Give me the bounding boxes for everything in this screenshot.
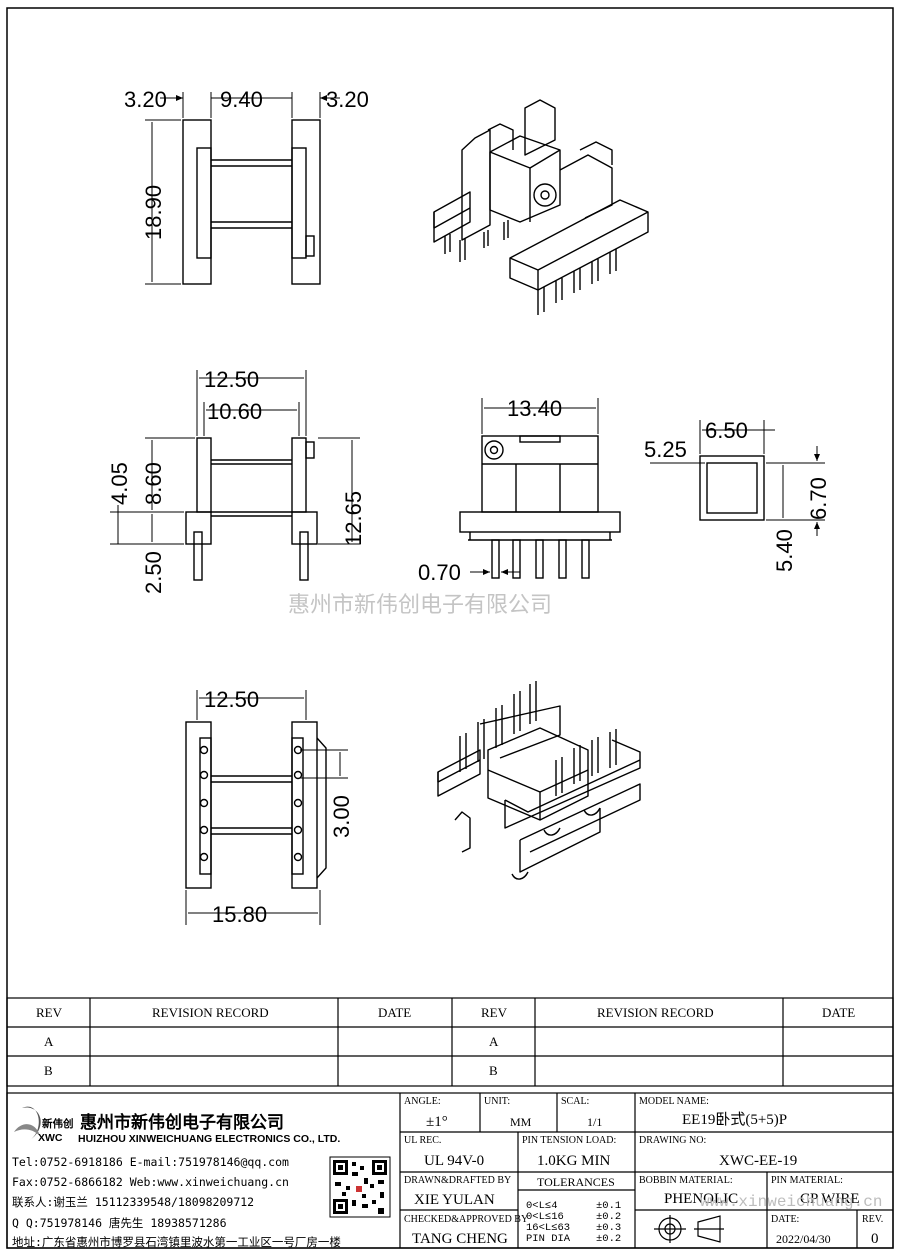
drawn-label: DRAWN&DRAFTED BY bbox=[404, 1175, 511, 1186]
logo-text: XWC bbox=[38, 1132, 63, 1144]
rev-header-5: REVISION RECORD bbox=[597, 1005, 714, 1020]
company-contact: 联系人:谢玉兰 15112339548/18098209712 bbox=[12, 1195, 254, 1209]
bottom-view bbox=[185, 690, 348, 925]
scale-label: SCAL: bbox=[561, 1096, 589, 1107]
scale-value: 1/1 bbox=[587, 1115, 602, 1129]
tol-range-4: PIN DIA bbox=[526, 1233, 571, 1245]
core-window-view bbox=[650, 420, 825, 536]
company-tel: Tel:0752-6918186 E-mail:751978146@qq.com bbox=[12, 1155, 289, 1169]
ul-value: UL 94V-0 bbox=[424, 1153, 484, 1169]
tol-value-2: ±0.2 bbox=[596, 1211, 621, 1223]
tol-range-1: 0<L≤4 bbox=[526, 1200, 558, 1212]
dim-core-offset: 5.25 bbox=[644, 437, 687, 462]
dim-top-left: 3.20 bbox=[124, 87, 167, 112]
rev-row-b-right: B bbox=[489, 1063, 498, 1078]
model-label: MODEL NAME: bbox=[639, 1096, 709, 1107]
rev-header-6: DATE bbox=[822, 1005, 855, 1020]
dim-front-inner-width: 10.60 bbox=[207, 399, 262, 424]
rev-value: 0 bbox=[871, 1231, 879, 1247]
dim-top-height: 18.90 bbox=[141, 185, 166, 240]
dim-front-outer-width: 12.50 bbox=[204, 367, 259, 392]
revision-table bbox=[6, 997, 894, 1087]
angle-value: ±1° bbox=[426, 1114, 448, 1130]
dim-bottom-width: 15.80 bbox=[212, 902, 267, 927]
pin-tension-label: PIN TENSION LOAD: bbox=[522, 1135, 616, 1146]
checked-label: CHECKED&APPROVED BY bbox=[404, 1214, 528, 1225]
bobbin-label: BOBBIN MATERIAL: bbox=[639, 1175, 733, 1186]
unit-value: MM bbox=[510, 1115, 532, 1129]
title-block-grid bbox=[6, 1092, 894, 1249]
dim-front-h3: 2.50 bbox=[141, 551, 166, 594]
drawing-no-label: DRAWING NO: bbox=[639, 1135, 706, 1146]
rev-header-4: REV bbox=[481, 1005, 508, 1020]
company-logo bbox=[14, 1106, 41, 1140]
angle-label: ANGLE: bbox=[404, 1096, 441, 1107]
unit-label: UNIT: bbox=[484, 1096, 510, 1107]
front-view bbox=[110, 370, 360, 581]
model-value: EE19卧式(5+5)P bbox=[682, 1111, 787, 1128]
dim-side-pin: 0.70 bbox=[418, 560, 461, 585]
ul-label: UL REC. bbox=[404, 1135, 441, 1146]
bobbin-value: PHENOLIC bbox=[664, 1191, 738, 1207]
dim-core-depth: 5.40 bbox=[772, 529, 797, 572]
tol-range-2: 0<L≤16 bbox=[526, 1211, 564, 1223]
rev-row-a-right: A bbox=[489, 1034, 499, 1049]
drawing-no-value: XWC-EE-19 bbox=[719, 1153, 797, 1169]
drawn-value: XIE YULAN bbox=[414, 1192, 495, 1208]
projection-symbol bbox=[654, 1215, 724, 1243]
isometric-view-bottom bbox=[437, 681, 641, 880]
logo-mark: 新伟创 bbox=[42, 1117, 74, 1130]
rev-header-2: REVISION RECORD bbox=[152, 1005, 269, 1020]
dim-side-width: 13.40 bbox=[507, 396, 562, 421]
tol-range-3: 16<L≤63 bbox=[526, 1222, 570, 1234]
company-name-en: HUIZHOU XINWEICHUANG ELECTRONICS CO., LT… bbox=[78, 1133, 340, 1145]
tol-value-3: ±0.3 bbox=[596, 1222, 621, 1234]
pin-tension-value: 1.0KG MIN bbox=[537, 1153, 610, 1169]
side-view bbox=[459, 398, 621, 579]
company-address: 地址:广东省惠州市博罗县石湾镇里波水第一工业区一号厂房一楼 bbox=[12, 1235, 341, 1249]
rev-row-b-left: B bbox=[44, 1063, 53, 1078]
date-label: DATE: bbox=[771, 1214, 799, 1225]
top-view bbox=[145, 92, 340, 285]
tol-value-4: ±0.2 bbox=[596, 1233, 621, 1245]
dim-core-width: 6.50 bbox=[705, 418, 748, 443]
dim-front-total-height: 12.65 bbox=[341, 491, 366, 546]
rev-header-3: DATE bbox=[378, 1005, 411, 1020]
dim-top-right: 3.20 bbox=[326, 87, 369, 112]
watermark-company: 惠州市新伟创电子有限公司 bbox=[288, 593, 552, 618]
isometric-view-top bbox=[433, 99, 649, 315]
dim-front-h1: 4.05 bbox=[107, 462, 132, 505]
dim-top-middle: 9.40 bbox=[220, 87, 263, 112]
pin-material-label: PIN MATERIAL: bbox=[771, 1175, 843, 1186]
rev-row-a-left: A bbox=[44, 1034, 54, 1049]
tolerances-label: TOLERANCES bbox=[537, 1175, 615, 1189]
tol-value-1: ±0.1 bbox=[596, 1200, 621, 1212]
pin-material-value: CP WIRE bbox=[800, 1191, 860, 1207]
company-fax: Fax:0752-6866182 Web:www.xinweichuang.cn bbox=[12, 1175, 289, 1189]
qr-code bbox=[329, 1156, 391, 1218]
rev-header-1: REV bbox=[36, 1005, 63, 1020]
dim-bottom-pitch: 3.00 bbox=[329, 795, 354, 838]
dim-front-h2: 8.60 bbox=[141, 462, 166, 505]
rev-label: REV. bbox=[862, 1214, 883, 1225]
company-qq: Q Q:751978146 唐先生 18938571286 bbox=[12, 1216, 227, 1230]
sheet-border bbox=[6, 7, 894, 1249]
dim-core-height: 6.70 bbox=[806, 477, 831, 520]
checked-value: TANG CHENG bbox=[412, 1231, 508, 1247]
watermark-url: www.xinweichuang.cn bbox=[700, 1193, 882, 1211]
company-name-cn: 惠州市新伟创电子有限公司 bbox=[80, 1112, 284, 1133]
date-value: 2022/04/30 bbox=[776, 1232, 831, 1246]
dim-bottom-top-width: 12.50 bbox=[204, 687, 259, 712]
